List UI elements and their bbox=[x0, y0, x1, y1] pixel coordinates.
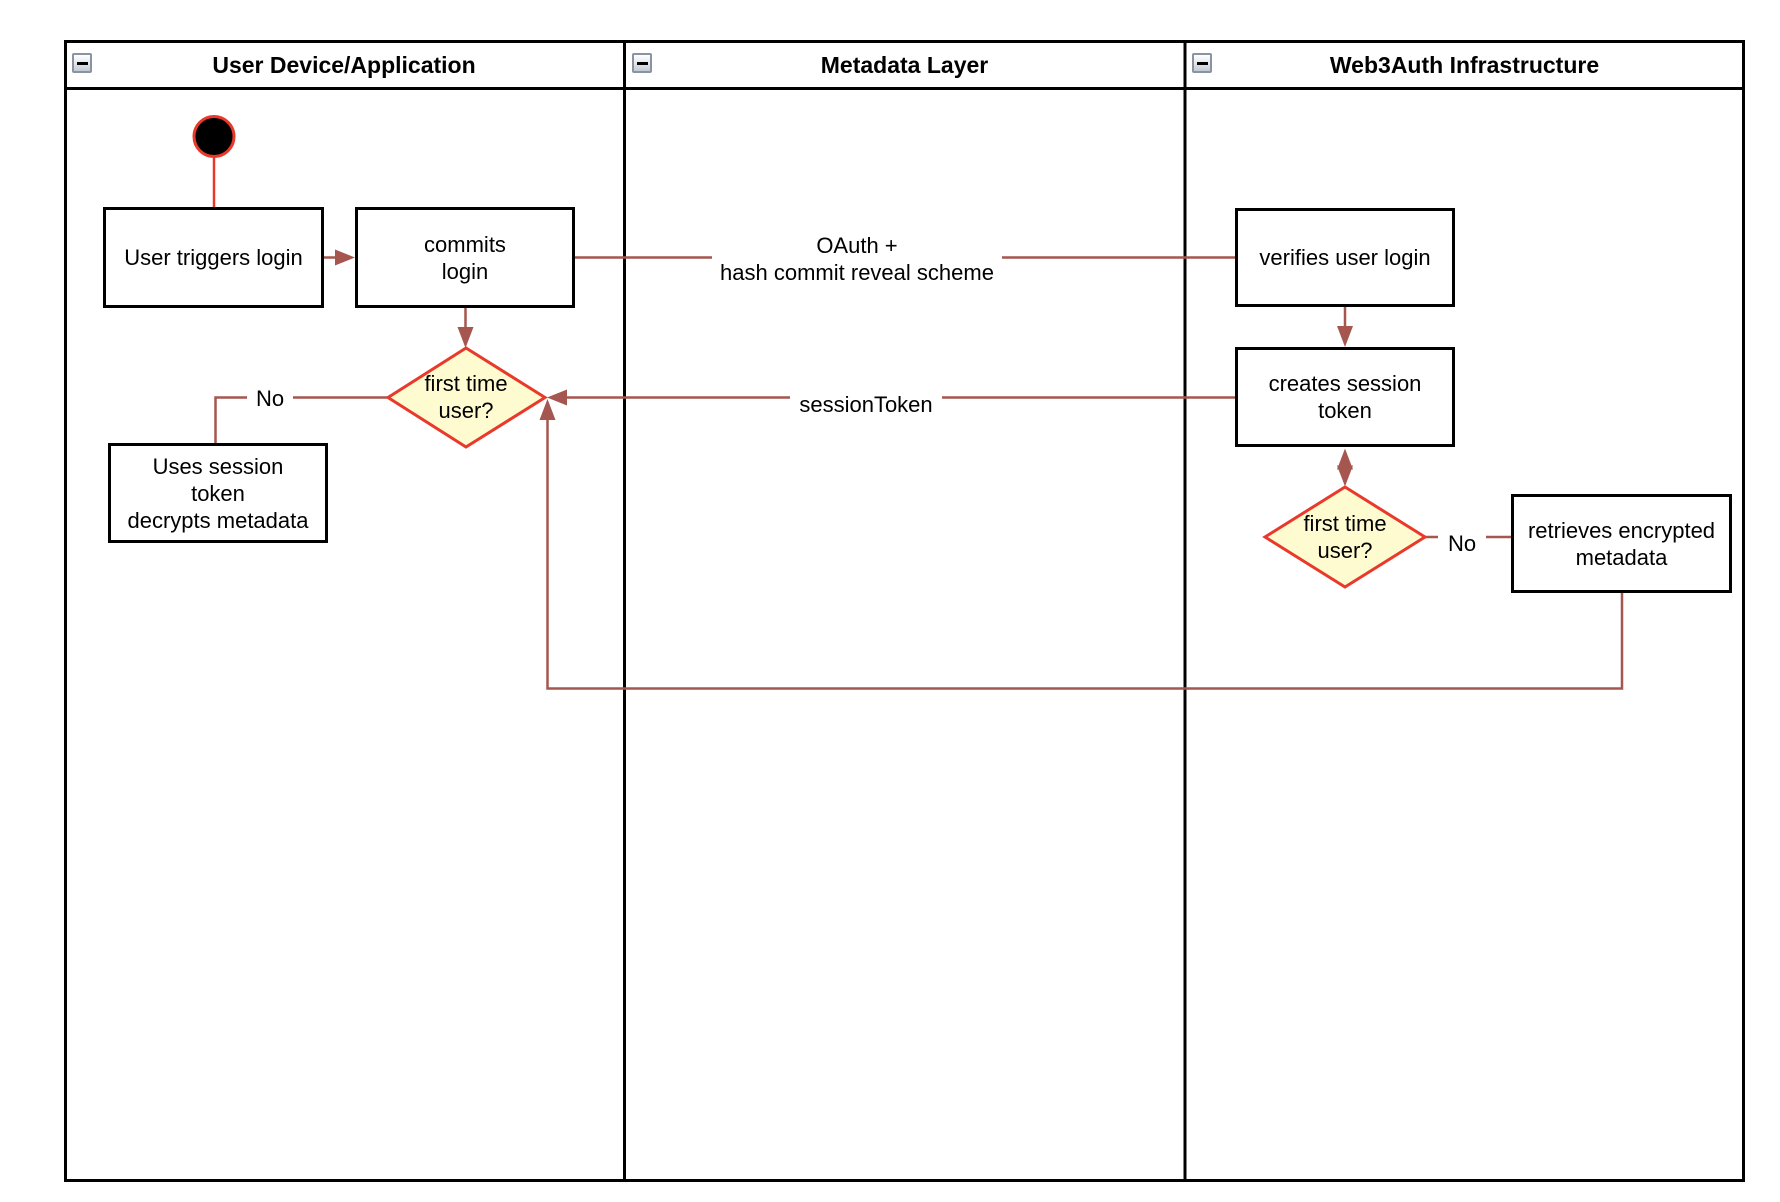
task-user-triggers-login: User triggers login bbox=[103, 207, 324, 308]
lane-collapse-button-user-device[interactable] bbox=[72, 53, 92, 73]
edge-label-sessiontoken: sessionToken bbox=[790, 386, 942, 419]
edge-label-oauth: OAuth + hash commit reveal scheme bbox=[712, 231, 1002, 287]
lane-title-web3auth-infra: Web3Auth Infrastructure bbox=[1329, 52, 1600, 78]
task-verifies-user-login: verifies user login bbox=[1235, 208, 1455, 307]
start-node bbox=[192, 115, 236, 158]
minus-icon bbox=[76, 61, 88, 65]
pool-border bbox=[64, 40, 1745, 1182]
arrowhead-up-into-creates bbox=[1337, 448, 1353, 470]
task-retrieves-encrypted-metadata: retrieves encrypted metadata bbox=[1511, 494, 1732, 593]
edge-label-no-infra: No bbox=[1438, 529, 1486, 557]
arrowhead-return-into-decision-device bbox=[539, 399, 556, 420]
minus-icon bbox=[636, 61, 648, 65]
lane-collapse-button-metadata-layer[interactable] bbox=[632, 53, 652, 73]
edge-retrieves-return bbox=[546, 420, 1624, 690]
task-commits-login: commits login bbox=[355, 207, 575, 308]
arrowhead-down-into-decision-infra bbox=[1337, 465, 1353, 487]
arrowhead-sessiontoken bbox=[547, 389, 567, 406]
arrowhead-into-creates bbox=[1337, 326, 1353, 347]
lane-title-user-device: User Device/Application bbox=[212, 52, 476, 78]
lane-collapse-button-web3auth-infra[interactable] bbox=[1192, 53, 1212, 73]
arrowhead-into-decision-device bbox=[457, 327, 474, 348]
arrowhead-into-commits bbox=[335, 249, 355, 266]
task-uses-session-token: Uses session token decrypts metadata bbox=[108, 443, 328, 543]
minus-icon bbox=[1196, 61, 1208, 65]
task-creates-session-token: creates session token bbox=[1235, 347, 1455, 447]
arrowheads bbox=[335, 249, 1353, 487]
edge-decision-device-no bbox=[214, 396, 388, 443]
decision-first-time-user-infra-shape bbox=[1262, 485, 1428, 589]
lane-title-metadata-layer: Metadata Layer bbox=[820, 52, 989, 78]
decision-first-time-user-device-shape bbox=[385, 346, 548, 449]
edge-label-no-device: No bbox=[247, 384, 293, 412]
flow-edges bbox=[214, 256, 1624, 690]
